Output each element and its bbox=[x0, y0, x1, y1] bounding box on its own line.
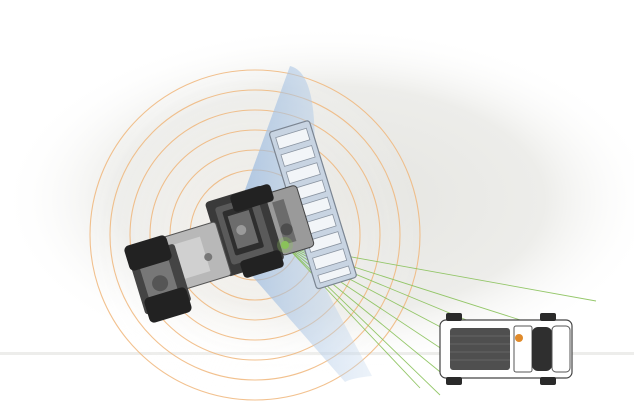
loader-bucket bbox=[269, 120, 357, 290]
loader-rear-tires bbox=[124, 235, 192, 323]
loader-sensor-head bbox=[277, 237, 293, 253]
pickup-truck bbox=[439, 313, 573, 385]
loader-front-tires bbox=[230, 184, 284, 278]
truck-beacon bbox=[515, 334, 523, 342]
wheel-loader bbox=[124, 120, 357, 323]
